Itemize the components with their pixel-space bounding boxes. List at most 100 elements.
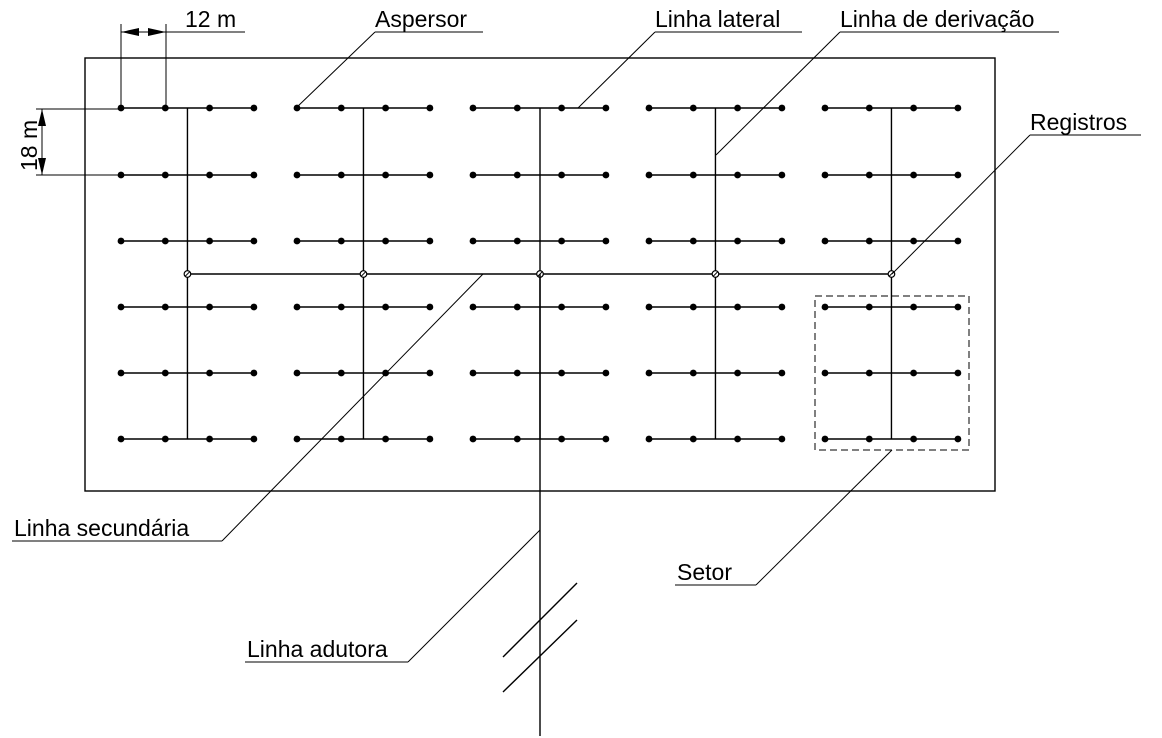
sprinkler-b5-r4-s4 xyxy=(954,303,962,311)
sprinkler-b2-r2-s1 xyxy=(293,171,301,179)
sprinkler-b5-r3-s4 xyxy=(954,237,962,245)
sprinkler-b4-r3-s1 xyxy=(645,237,653,245)
sprinkler-b5-r1-s2 xyxy=(865,104,873,112)
sprinkler-b5-r2-s2 xyxy=(865,171,873,179)
sprinkler-b1-r2-s2 xyxy=(161,171,169,179)
sprinkler-b4-r3-s2 xyxy=(689,237,697,245)
sprinkler-b5-r4-s3 xyxy=(910,303,917,311)
sprinkler-b1-r1-s2 xyxy=(161,104,169,112)
sprinkler-b1-r4-s4 xyxy=(250,303,258,311)
sprinkler-b5-r1-s3 xyxy=(910,104,917,112)
sprinkler-b4-r4-s3 xyxy=(734,303,741,311)
sprinkler-b2-r4-s2 xyxy=(337,303,345,311)
sprinkler-b3-r4-s1 xyxy=(469,303,477,311)
sprinkler-b3-r6-s4 xyxy=(602,435,610,443)
sprinkler-b1-r3-s3 xyxy=(206,237,214,245)
sprinkler-b2-r5-s2 xyxy=(337,369,345,377)
sprinkler-b4-r4-s4 xyxy=(778,303,786,311)
sprinkler-b5-r5-s3 xyxy=(910,369,917,377)
sprinkler-b1-r5-s3 xyxy=(206,369,214,377)
sprinkler-b1-r1-s4 xyxy=(250,104,258,112)
sprinkler-b1-r6-s4 xyxy=(250,435,258,443)
sprinkler-b2-r2-s4 xyxy=(426,171,434,179)
sprinkler-b1-r2-s4 xyxy=(250,171,258,179)
sprinkler-b3-r1-s2 xyxy=(513,104,521,112)
main-line-break-mark-2 xyxy=(502,619,578,693)
sprinkler-b2-r2-s2 xyxy=(337,171,345,179)
dim-18m-arrow-bottom xyxy=(38,158,46,175)
valve-mark-4 xyxy=(712,271,719,277)
setor-label: Setor xyxy=(677,559,732,585)
sprinkler-b5-r2-s3 xyxy=(910,171,917,179)
sprinkler-b1-r4-s3 xyxy=(206,303,214,311)
sprinkler-b1-r1-s3 xyxy=(206,104,214,112)
sprinkler-b3-r5-s2 xyxy=(513,369,521,377)
sprinkler-b2-r3-s1 xyxy=(293,237,301,245)
sprinkler-b2-r1-s2 xyxy=(337,104,345,112)
main-line-break-mark-1 xyxy=(502,582,578,658)
sprinkler-b1-r2-s3 xyxy=(206,171,214,179)
sprinkler-b4-r2-s3 xyxy=(734,171,741,179)
sprinkler-b1-r3-s2 xyxy=(161,237,169,245)
linha-lateral-label: Linha lateral xyxy=(655,6,780,32)
sprinkler-b5-r4-s1 xyxy=(821,303,829,311)
linha-secundaria-label: Linha secundária xyxy=(14,515,189,541)
dim-12m-arrow-right xyxy=(148,28,166,36)
sprinkler-b3-r6-s2 xyxy=(513,435,521,443)
sprinkler-b3-r1-s1 xyxy=(469,104,477,112)
sprinkler-b5-r3-s3 xyxy=(910,237,917,245)
sprinkler-b3-r3-s2 xyxy=(513,237,521,245)
sprinkler-b3-r5-s1 xyxy=(469,369,477,377)
sprinkler-b5-r5-s1 xyxy=(821,369,829,377)
sprinkler-b5-r5-s2 xyxy=(865,369,873,377)
linha-adutora-leader xyxy=(407,529,541,663)
sprinkler-b3-r2-s1 xyxy=(469,171,477,179)
sprinkler-b3-r4-s2 xyxy=(513,303,521,311)
sprinkler-b5-r6-s3 xyxy=(910,435,917,443)
sprinkler-b4-r4-s1 xyxy=(645,303,653,311)
sprinkler-b2-r4-s3 xyxy=(382,303,389,311)
sprinkler-b5-r1-s1 xyxy=(821,104,829,112)
sprinkler-b3-r4-s3 xyxy=(558,303,565,311)
sprinkler-b4-r4-s2 xyxy=(689,303,697,311)
sprinkler-b3-r6-s3 xyxy=(558,435,565,443)
sprinkler-b3-r1-s4 xyxy=(602,104,610,112)
sprinkler-b1-r5-s2 xyxy=(161,369,169,377)
linha-derivacao-label: Linha de derivação xyxy=(840,6,1034,32)
sprinkler-b2-r6-s3 xyxy=(382,435,389,443)
sprinkler-b1-r5-s1 xyxy=(117,369,125,377)
sprinkler-b5-r6-s2 xyxy=(865,435,873,443)
sprinkler-b4-r1-s4 xyxy=(778,104,786,112)
sprinkler-b2-r1-s3 xyxy=(382,104,389,112)
sprinkler-b1-r6-s2 xyxy=(161,435,169,443)
sprinkler-b3-r2-s4 xyxy=(602,171,610,179)
sprinkler-b2-r4-s1 xyxy=(293,303,301,311)
dim-12m-arrow-left xyxy=(121,28,139,36)
linha-derivacao-leader xyxy=(715,31,841,156)
sprinkler-b2-r3-s4 xyxy=(426,237,434,245)
sprinkler-b4-r1-s2 xyxy=(689,104,697,112)
setor-leader xyxy=(755,449,893,586)
sprinkler-b1-r6-s3 xyxy=(206,435,214,443)
valve-mark-1 xyxy=(184,271,191,277)
sprinkler-b4-r1-s1 xyxy=(645,104,653,112)
sprinkler-b2-r6-s1 xyxy=(293,435,301,443)
sprinkler-b3-r1-s3 xyxy=(558,104,565,112)
sprinkler-b4-r6-s1 xyxy=(645,435,653,443)
registros-label: Registros xyxy=(1030,109,1127,135)
sprinkler-b5-r6-s1 xyxy=(821,435,829,443)
sprinkler-b5-r1-s4 xyxy=(954,104,962,112)
sprinkler-b4-r6-s2 xyxy=(689,435,697,443)
sprinkler-b3-r5-s4 xyxy=(602,369,610,377)
sprinkler-b3-r6-s1 xyxy=(469,435,477,443)
sprinkler-b4-r5-s3 xyxy=(734,369,741,377)
sprinkler-b2-r4-s4 xyxy=(426,303,434,311)
sprinkler-b3-r3-s4 xyxy=(602,237,610,245)
sprinklers-group xyxy=(117,104,962,443)
valves-group xyxy=(183,270,896,278)
sprinkler-b5-r6-s4 xyxy=(954,435,962,443)
registros-leader xyxy=(891,134,1031,275)
sprinkler-b4-r3-s3 xyxy=(734,237,741,245)
dim-18m-label: 18 m xyxy=(16,120,42,171)
aspersor-leader xyxy=(295,31,376,109)
